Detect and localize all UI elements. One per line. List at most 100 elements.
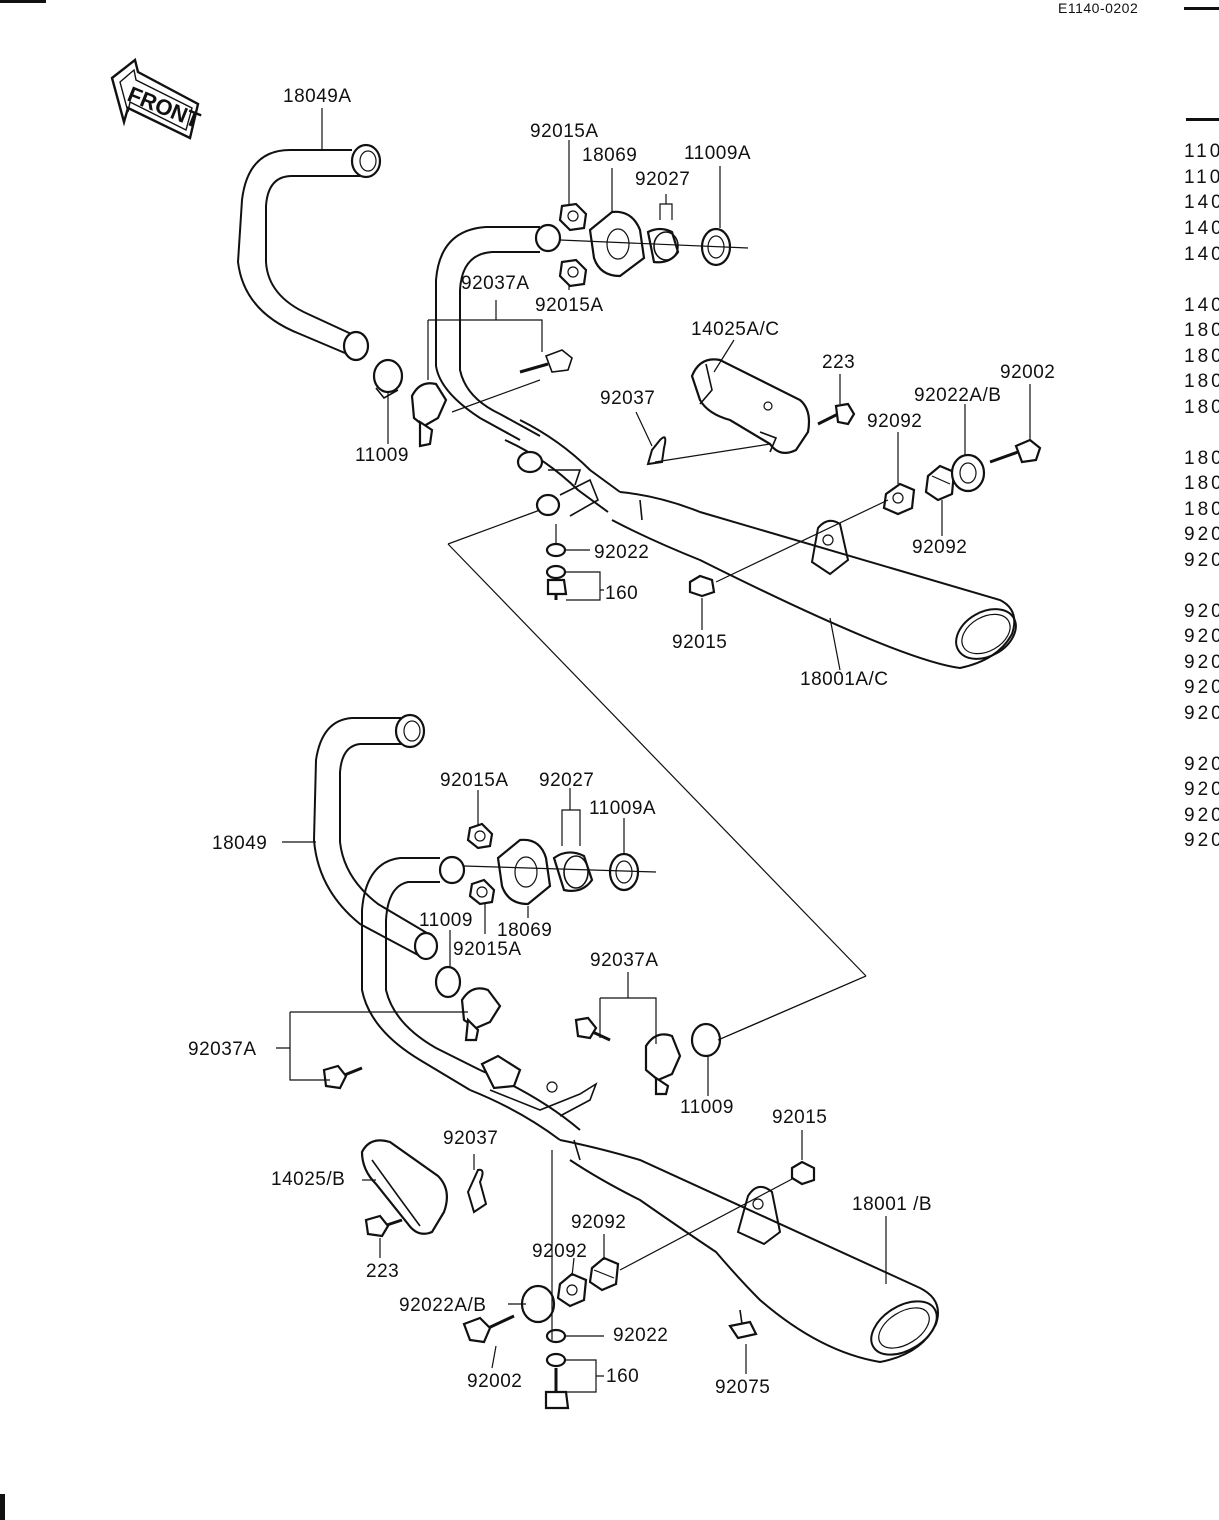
callout-11009: 11009: [680, 1097, 734, 1118]
callout-160: 160: [605, 583, 639, 604]
side-list-item: 140: [1184, 244, 1219, 265]
callout-14025AC: 14025A/C: [691, 319, 780, 340]
side-list-item: 920: [1184, 601, 1219, 622]
bottom-gasket-11009-a: [434, 965, 462, 999]
side-list-item: 920: [1184, 830, 1219, 851]
bottom-leader-lines: [276, 788, 887, 1393]
side-list-item: 140: [1184, 192, 1219, 213]
top-rear-header-pipe: [236, 143, 382, 362]
top-collector: [504, 419, 621, 517]
top-rubber-92092-b: [924, 464, 956, 502]
side-list-item: 180: [1184, 346, 1219, 367]
side-list-item: 920: [1184, 703, 1219, 724]
callout-11009A: 11009A: [589, 798, 657, 819]
bottom-clamp-92037: [466, 1168, 488, 1214]
callout-92022AB: 92022A/B: [399, 1295, 487, 1316]
callout-92027: 92027: [635, 169, 691, 190]
bottom-clamps-92037A: [322, 987, 722, 1096]
front-arrow-icon: FRONT: [110, 57, 204, 140]
top-heat-shield: [690, 358, 811, 455]
callout-160: 160: [606, 1366, 640, 1387]
callout-92015A: 92015A: [535, 295, 604, 316]
side-list-item: 920: [1184, 779, 1219, 800]
top-right-mark: [1184, 7, 1219, 10]
bottom-front-header-pipe: [361, 855, 481, 1091]
top-clamp-92037: [646, 436, 667, 466]
callout-223: 223: [822, 352, 856, 373]
bottom-heat-shield: [360, 1139, 449, 1235]
top-muffler-bracket: [810, 519, 850, 576]
side-list-item: 110: [1184, 141, 1219, 162]
side-list-item: 180: [1184, 397, 1219, 418]
side-list-item: 180: [1184, 448, 1219, 469]
side-list-item: 920: [1184, 805, 1219, 826]
top-front-header-pipe: [435, 223, 562, 441]
callout-92092: 92092: [912, 537, 968, 558]
side-list-item: 920: [1184, 677, 1219, 698]
side-list-item: 110: [1184, 167, 1219, 188]
top-nuts-92015A: [558, 202, 588, 288]
callout-92015A: 92015A: [530, 121, 599, 142]
callout-11009: 11009: [355, 445, 409, 466]
callout-92022: 92022: [594, 542, 650, 563]
top-muffler: [611, 491, 1017, 670]
callout-92075: 92075: [715, 1377, 771, 1398]
side-rule-mark: [1186, 118, 1219, 121]
callout-92037A: 92037A: [590, 950, 659, 971]
callout-11009A: 11009A: [684, 143, 752, 164]
callout-92015: 92015: [672, 632, 728, 653]
bottom-split-collar-92027: [552, 851, 594, 892]
top-flange-18069: [588, 210, 646, 278]
callout-92092: 92092: [532, 1241, 588, 1262]
bottom-collector: [469, 1054, 598, 1141]
bottom-left-mark: [0, 1494, 5, 1520]
callout-92022: 92022: [613, 1325, 669, 1346]
top-leader-lines: [321, 108, 1031, 671]
side-list-item: 920: [1184, 652, 1219, 673]
callout-92002: 92002: [467, 1371, 523, 1392]
side-list-item: 920: [1184, 524, 1219, 545]
top-rubber-92092-a: [882, 482, 916, 516]
callout-92022AB: 92022A/B: [914, 385, 1002, 406]
top-left-mark: [0, 0, 46, 3]
bottom-muffler: [559, 1139, 939, 1364]
top-collar-92022AB: [950, 453, 986, 493]
bottom-muffler-bracket: [736, 1185, 782, 1246]
callout-92037: 92037: [443, 1128, 499, 1149]
bottom-flange-18069: [496, 838, 552, 906]
top-gasket-11009: [372, 358, 404, 400]
bottom-bolt-223: [364, 1214, 403, 1238]
callout-92015A: 92015A: [440, 770, 509, 791]
callout-18069: 18069: [497, 920, 553, 941]
callout-11009: 11009: [419, 910, 473, 931]
side-list-item: 180: [1184, 499, 1219, 520]
callout-92037: 92037: [600, 388, 656, 409]
callout-92037A: 92037A: [461, 273, 530, 294]
callout-92015A: 92015A: [453, 939, 522, 960]
callout-18049A: 18049A: [283, 86, 352, 107]
side-list-item: 920: [1184, 550, 1219, 571]
side-list-item: 180: [1184, 473, 1219, 494]
callout-92002: 92002: [1000, 362, 1056, 383]
top-split-collar-92027: [646, 227, 680, 264]
callout-18001B: 18001 /B: [852, 1194, 933, 1215]
callout-18001AC: 18001A/C: [800, 669, 889, 690]
top-bolt-223: [817, 402, 856, 426]
side-list-item: 180: [1184, 371, 1219, 392]
side-list-item: 180: [1184, 320, 1219, 341]
callout-18049: 18049: [212, 833, 268, 854]
top-washers-bolts: [545, 542, 568, 600]
side-list-item: 920: [1184, 626, 1219, 647]
callout-92092: 92092: [571, 1212, 627, 1233]
top-clamp-92037A: [410, 349, 573, 448]
callout-14025B: 14025/B: [271, 1169, 346, 1190]
bottom-gasket-11009A: [608, 852, 640, 892]
side-list-item: 140: [1184, 295, 1219, 316]
callout-18069: 18069: [582, 145, 638, 166]
top-nut-92015: [688, 574, 716, 598]
callout-223: 223: [366, 1261, 400, 1282]
side-list-item: 140: [1184, 218, 1219, 239]
side-list-item: 920: [1184, 754, 1219, 775]
bottom-nuts-92015A: [466, 822, 496, 906]
